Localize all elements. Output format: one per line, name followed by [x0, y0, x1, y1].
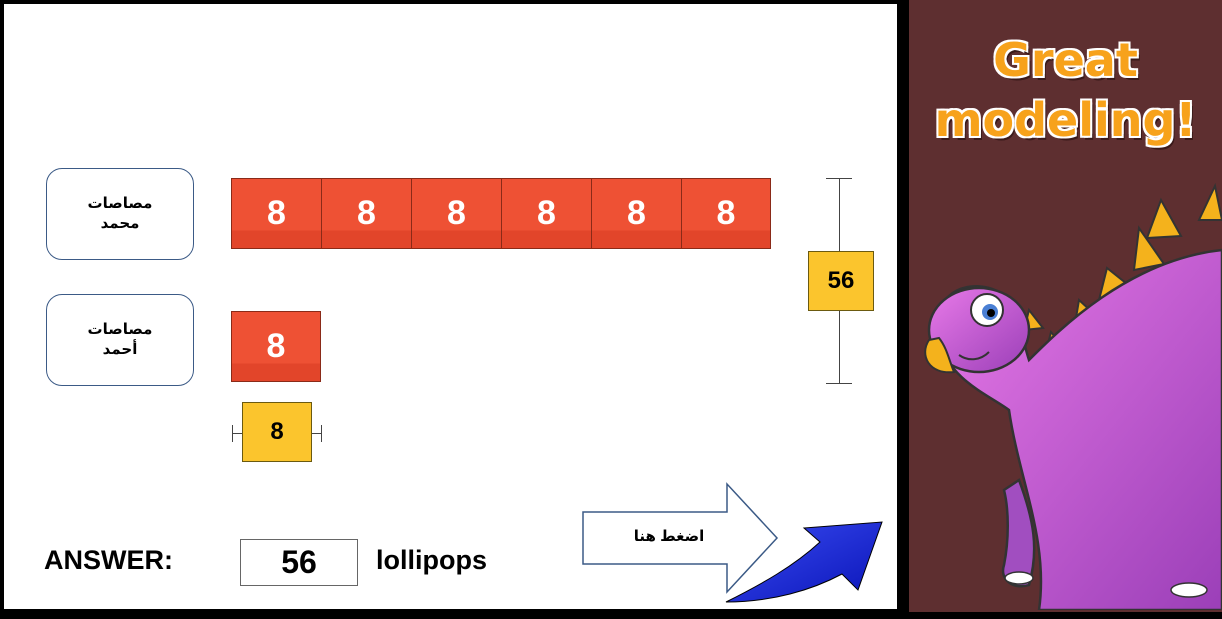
total-bracket-bottom-tick	[826, 383, 852, 384]
feedback-panel: Great modeling!	[909, 0, 1222, 612]
feedback-line2: modeling!	[934, 93, 1197, 147]
bar-cell: 8	[681, 178, 771, 249]
bar-ahmad: 8	[231, 311, 321, 382]
feedback-text: Great modeling!	[909, 30, 1222, 150]
label-ahmad-line1: مصاصات	[87, 321, 153, 338]
total-value-tag: 56	[808, 251, 874, 311]
bar-mohammad: 8 8 8 8 8 8	[231, 178, 771, 249]
answer-label: ANSWER:	[44, 545, 173, 575]
bar-cell: 8	[231, 178, 321, 249]
label-mohammad-lollipops: مصاصات محمد	[46, 168, 194, 260]
feedback-line1: Great	[993, 33, 1138, 87]
unit-bracket-left-tick	[232, 425, 233, 442]
unit-bracket-right-tick	[321, 425, 322, 442]
label-mohammad-line2: محمد	[100, 215, 140, 232]
main-panel: مصاصات محمد 8 8 8 8 8 8 مصاصات أحمد 8 8 …	[4, 4, 897, 609]
bar-cell: 8	[321, 178, 411, 249]
label-mohammad-line1: مصاصات	[87, 195, 153, 212]
bar-cell: 8	[591, 178, 681, 249]
bar-cell: 8	[231, 311, 321, 382]
total-bracket-top-tick	[826, 178, 852, 179]
label-ahmad-line2: أحمد	[102, 341, 138, 358]
bar-cell: 8	[501, 178, 591, 249]
answer-unit: lollipops	[376, 545, 487, 575]
next-arrow-icon[interactable]	[722, 494, 902, 614]
unit-value-tag: 8	[242, 402, 312, 462]
answer-field[interactable]: 56	[240, 539, 358, 586]
bar-cell: 8	[411, 178, 501, 249]
press-here-arrow-icon[interactable]	[581, 482, 781, 594]
label-ahmad-lollipops: مصاصات أحمد	[46, 294, 194, 386]
press-here-button[interactable]: اضغط هنا	[633, 528, 705, 545]
dinosaur-icon	[924, 182, 1222, 610]
